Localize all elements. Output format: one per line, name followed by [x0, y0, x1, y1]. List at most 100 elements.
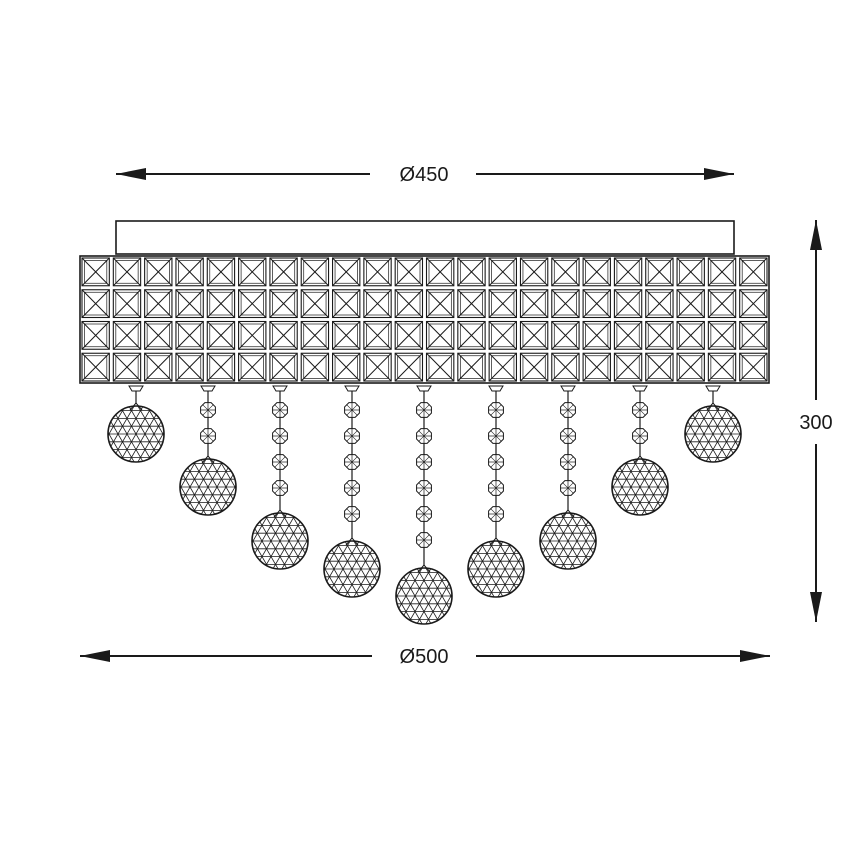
pendant-hook: [200, 385, 216, 392]
crystal-bead: [272, 480, 288, 496]
crystal-bead: [416, 506, 432, 522]
pendant-strand: [179, 385, 237, 516]
band-tile: [269, 257, 298, 287]
band-tile: [676, 352, 705, 382]
band-tile: [519, 289, 549, 319]
band-tile: [363, 352, 392, 382]
band-tile: [363, 320, 392, 350]
crystal-bead: [632, 428, 648, 444]
crystal-bead: [416, 428, 432, 444]
band-tile: [331, 352, 361, 382]
band-tile: [519, 352, 549, 382]
band-tile: [394, 289, 424, 319]
band-tile: [457, 257, 486, 287]
band-tile: [144, 320, 173, 350]
band-tile: [739, 257, 768, 287]
crystal-ball: [467, 537, 525, 598]
band-tile: [300, 257, 330, 287]
band-tile: [676, 320, 705, 350]
crystal-bead: [200, 428, 216, 444]
pendant-strand: [611, 385, 669, 516]
top-width-arrowhead-right: [704, 168, 734, 180]
band-tile: [269, 352, 298, 382]
band-tile: [144, 352, 173, 382]
top-width-dimension: Ø450: [116, 164, 734, 186]
bottom-width-arrowhead-left: [80, 650, 110, 662]
band-tile: [206, 352, 236, 382]
band-tile: [739, 352, 768, 382]
band-tile: [457, 320, 486, 350]
band-tile: [238, 320, 267, 350]
band-tile: [269, 289, 298, 319]
band-tile: [175, 320, 204, 350]
band-tile: [645, 352, 674, 382]
crystal-bead: [344, 480, 360, 496]
band-tile: [81, 289, 110, 319]
pendant-strand: [467, 385, 525, 598]
band-tile: [613, 320, 643, 350]
pendant-strand: [539, 385, 597, 570]
band-tile: [457, 289, 486, 319]
band-tile: [613, 257, 643, 287]
band-tile: [269, 320, 298, 350]
crystal-bead: [416, 402, 432, 418]
pendant-hook: [128, 385, 144, 392]
band-tile: [519, 257, 549, 287]
crystal-bead: [488, 402, 504, 418]
band-tile: [81, 257, 110, 287]
crystal-bead: [200, 402, 216, 418]
crystal-bead: [416, 480, 432, 496]
crystal-band: [79, 255, 770, 384]
band-tile: [425, 320, 455, 350]
band-tile: [238, 352, 267, 382]
band-tile: [707, 289, 737, 319]
band-tile: [551, 257, 580, 287]
band-tile: [112, 352, 142, 382]
bottom-width-dimension: Ø500: [80, 646, 770, 668]
band-tile: [488, 352, 518, 382]
band-tile: [238, 289, 267, 319]
band-tile: [582, 320, 611, 350]
crystal-bead: [488, 506, 504, 522]
pendant-hook: [416, 385, 432, 392]
band-tile: [582, 257, 611, 287]
crystal-bead: [272, 454, 288, 470]
bottom-width-label: Ø500: [400, 646, 449, 668]
band-tile: [645, 257, 674, 287]
crystal-bead: [344, 506, 360, 522]
pendant-hook: [344, 385, 360, 392]
crystal-bead: [272, 402, 288, 418]
band-tile: [613, 289, 643, 319]
band-tile: [582, 352, 611, 382]
band-tile: [739, 320, 768, 350]
band-tile: [551, 352, 580, 382]
band-tile: [300, 320, 330, 350]
band-tile: [425, 257, 455, 287]
band-tile: [331, 257, 361, 287]
band-tile: [676, 289, 705, 319]
band-tile: [238, 257, 267, 287]
band-tile: [488, 320, 518, 350]
crystal-ball: [539, 509, 597, 570]
band-tile: [394, 257, 424, 287]
band-tile: [331, 289, 361, 319]
crystal-pendants: [107, 385, 742, 625]
band-tile: [613, 352, 643, 382]
pendant-strand: [684, 385, 742, 463]
crystal-bead: [560, 402, 576, 418]
pendant-hook: [272, 385, 288, 392]
height-label: 300: [799, 412, 832, 434]
band-tile: [519, 320, 549, 350]
crystal-ball: [611, 455, 669, 516]
crystal-bead: [488, 428, 504, 444]
crystal-bead: [416, 532, 432, 548]
crystal-bead: [560, 480, 576, 496]
band-tile: [425, 352, 455, 382]
bottom-width-arrowhead-right: [740, 650, 770, 662]
band-tile: [363, 257, 392, 287]
pendant-hook: [705, 385, 721, 392]
band-tile: [112, 289, 142, 319]
band-tile: [81, 352, 110, 382]
band-tile: [300, 289, 330, 319]
